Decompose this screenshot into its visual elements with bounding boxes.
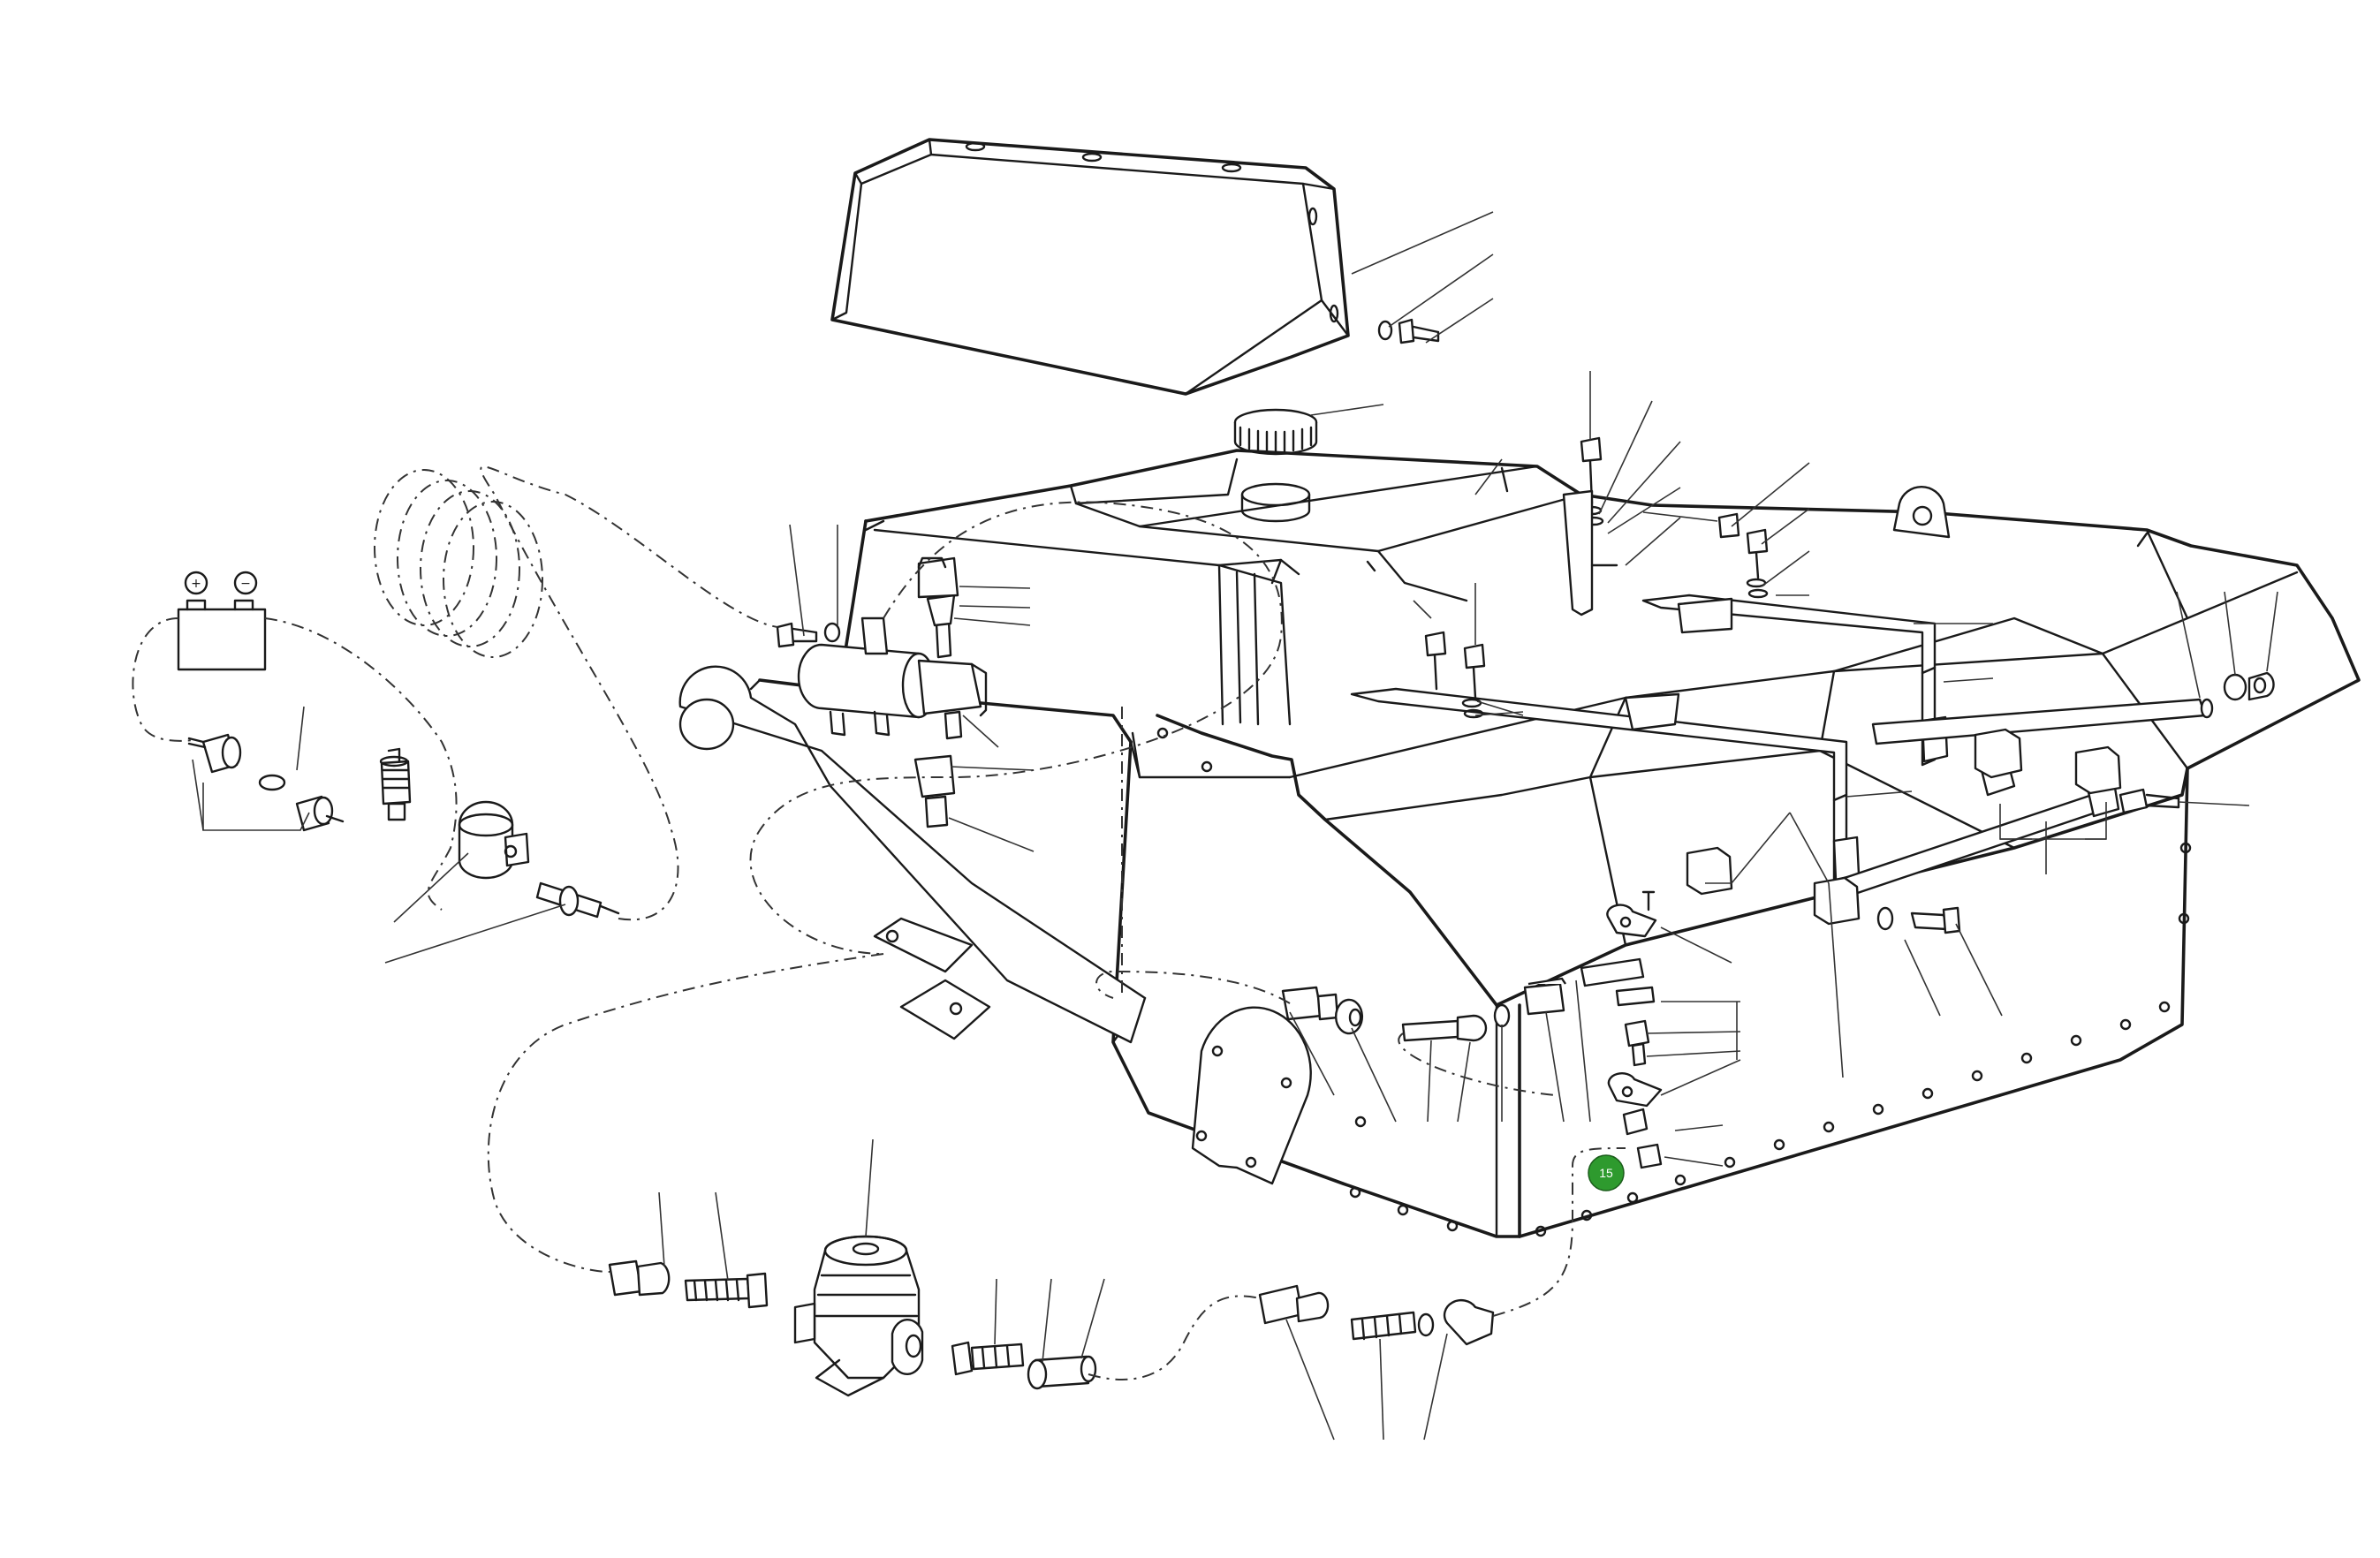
filler-cap [1233,408,1318,523]
battery-negative-label: − [240,577,251,591]
lower-right-fittings [1258,1284,1495,1346]
guard-rod [1686,671,2275,934]
tank-cover [830,138,1350,396]
fuel-tank [758,449,2361,1238]
wire-coil [374,469,543,658]
filter-outlet-fittings [951,1341,1097,1390]
rivet-row [1156,727,2192,1237]
mounting-bracket [678,665,1147,1044]
fuel-fittings [1281,890,1663,1169]
wiring-routes [132,465,1626,1380]
pressure-switch [379,747,412,821]
fuse-holder [187,733,345,832]
hotspot-circle[interactable] [1588,1154,1625,1191]
sender-unit [458,800,620,919]
solenoid-valve [797,556,988,828]
hotspot-label[interactable]: 15 [1599,1166,1613,1180]
battery-positive-label: + [191,577,201,591]
part-hotspot-15[interactable]: 15 [1588,1154,1625,1191]
strap-hardware [1424,436,1769,719]
battery: + − [177,571,267,671]
solenoid-bolt [776,622,841,648]
leader-lines [192,211,2278,1441]
tank-strap-front [1350,687,1861,887]
fuel-filter [793,1235,924,1397]
filter-inlet-fittings [608,1259,769,1309]
cover-bolt [1377,318,1440,344]
